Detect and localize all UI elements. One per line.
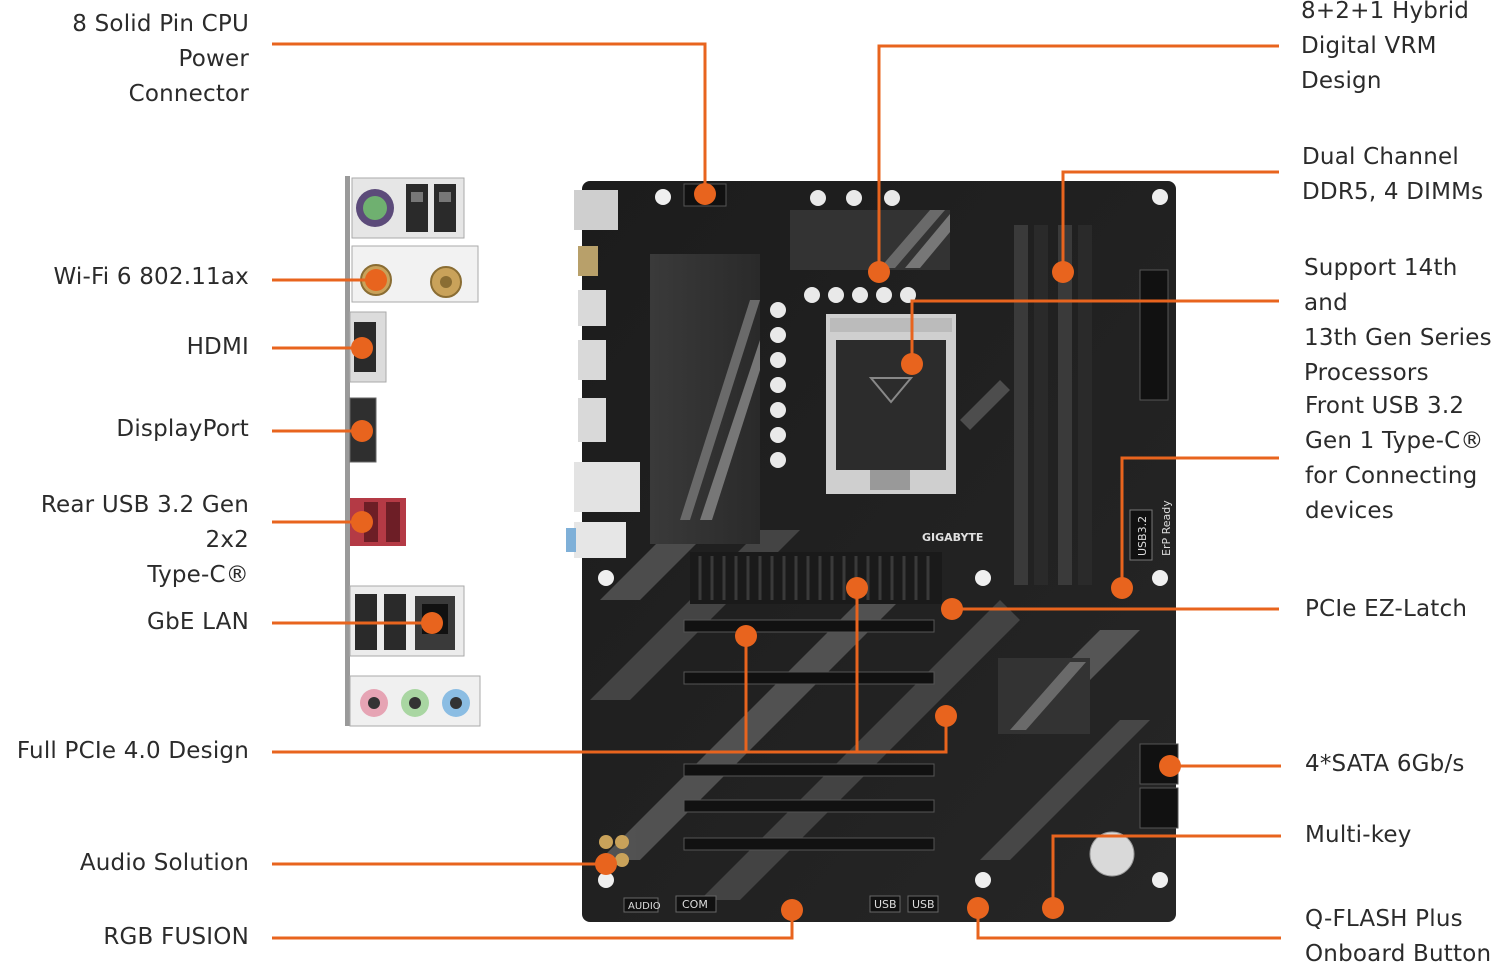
- label-qflash: Q-FLASH Plus Onboard Button: [1305, 906, 1492, 967]
- callout-line-multikey: [1051, 834, 1281, 908]
- rear-io-panel: [345, 176, 481, 727]
- vrm-heatsinks: [650, 210, 950, 544]
- callout-dot-cpu-power: [694, 183, 716, 205]
- callout-dot-pcie-a: [735, 625, 757, 647]
- callout-line-processors: [910, 299, 1279, 364]
- callout-dot-ez-latch: [941, 598, 963, 620]
- callout-dot-rgb: [781, 899, 803, 921]
- audio-capacitors: [599, 835, 629, 867]
- label-vrm: 8+2+1 Hybrid Digital VRM Design: [1301, 0, 1470, 94]
- callout-dot-multikey: [1042, 897, 1064, 919]
- vrm-chokes: [770, 190, 916, 468]
- label-sata: 4*SATA 6Gb/s: [1305, 751, 1465, 777]
- dimm-slots: [1014, 225, 1092, 585]
- chipset-heatsink: [998, 658, 1090, 734]
- label-hdmi: HDMI: [186, 334, 249, 360]
- callout-dot-sata: [1159, 755, 1181, 777]
- callout-dot-hdmi: [351, 337, 373, 359]
- label-rgb-fusion: RGB FUSION: [103, 924, 249, 950]
- board-audio-silkscreen: AUDIO: [628, 901, 661, 912]
- label-audio: Audio Solution: [79, 850, 249, 876]
- callout-dot-pcie-c: [935, 705, 957, 727]
- label-rear-usb: Rear USB 3.2 Gen 2x2 Type-C®: [40, 492, 249, 588]
- label-processors: Support 14th and 13th Gen Series Process…: [1304, 255, 1492, 386]
- callout-line-front-usb: [1120, 456, 1279, 588]
- label-wifi: Wi-Fi 6 802.11ax: [53, 264, 249, 290]
- callout-dot-vrm: [868, 261, 890, 283]
- label-displayport: DisplayPort: [116, 416, 249, 442]
- m2-heatsink: [690, 552, 942, 604]
- board-brand-silkscreen: GIGABYTE: [922, 531, 983, 544]
- mounting-holes: [598, 189, 1168, 888]
- cpu-socket: [826, 314, 956, 494]
- cmos-battery: [1089, 831, 1135, 877]
- callout-dot-front-usb: [1111, 577, 1133, 599]
- label-ddr5: Dual Channel DDR5, 4 DIMMs: [1302, 144, 1484, 205]
- io-ps2-usb-block: [351, 177, 465, 239]
- board-usb-header-silkscreen-2: USB: [912, 898, 935, 911]
- label-pcie: Full PCIe 4.0 Design: [16, 738, 249, 764]
- callout-lines: [272, 42, 1281, 940]
- callout-dot-ddr5: [1052, 261, 1074, 283]
- callout-dot-pcie-b: [846, 577, 868, 599]
- label-front-usb: Front USB 3.2 Gen 1 Type-C® for Connecti…: [1305, 393, 1484, 524]
- board-com-silkscreen: COM: [682, 898, 708, 911]
- callout-line-ddr5: [1061, 170, 1279, 272]
- board-io-connectors: [566, 190, 640, 558]
- io-shield-edge: [345, 176, 350, 726]
- callout-line-pcie: [272, 716, 948, 754]
- label-gbe-lan: GbE LAN: [147, 609, 249, 635]
- board-usb-silkscreen: USB3.2: [1136, 516, 1149, 556]
- callout-dots: [351, 183, 1181, 921]
- callout-dot-displayport: [351, 420, 373, 442]
- io-audio-jacks: [349, 675, 481, 727]
- io-usb-lan-block: [349, 585, 465, 657]
- label-multikey: Multi-key: [1305, 822, 1412, 848]
- sata-ports: [1139, 743, 1179, 829]
- bottom-headers: [623, 895, 939, 913]
- board-erp-silkscreen: ErP Ready: [1160, 500, 1173, 556]
- label-ez-latch: PCIe EZ-Latch: [1305, 596, 1468, 622]
- atx-power-connector: [1139, 269, 1169, 401]
- callout-dot-audio: [595, 853, 617, 875]
- callout-line-vrm: [877, 44, 1279, 272]
- motherboard: USB3.2 ErP Ready GIGABYTE: [566, 181, 1179, 922]
- front-usb-c-header: [1129, 509, 1153, 561]
- label-cpu-power-connector: 8 Solid Pin CPU Power Connector: [72, 11, 249, 107]
- callout-dot-qflash: [967, 897, 989, 919]
- callout-dot-gbe-lan: [421, 612, 443, 634]
- callout-dot-rear-usb: [351, 511, 373, 533]
- callout-dot-processors: [901, 353, 923, 375]
- callout-dot-wifi: [365, 269, 387, 291]
- callout-line-cpu-power: [272, 42, 707, 194]
- board-usb-header-silkscreen: USB: [874, 898, 897, 911]
